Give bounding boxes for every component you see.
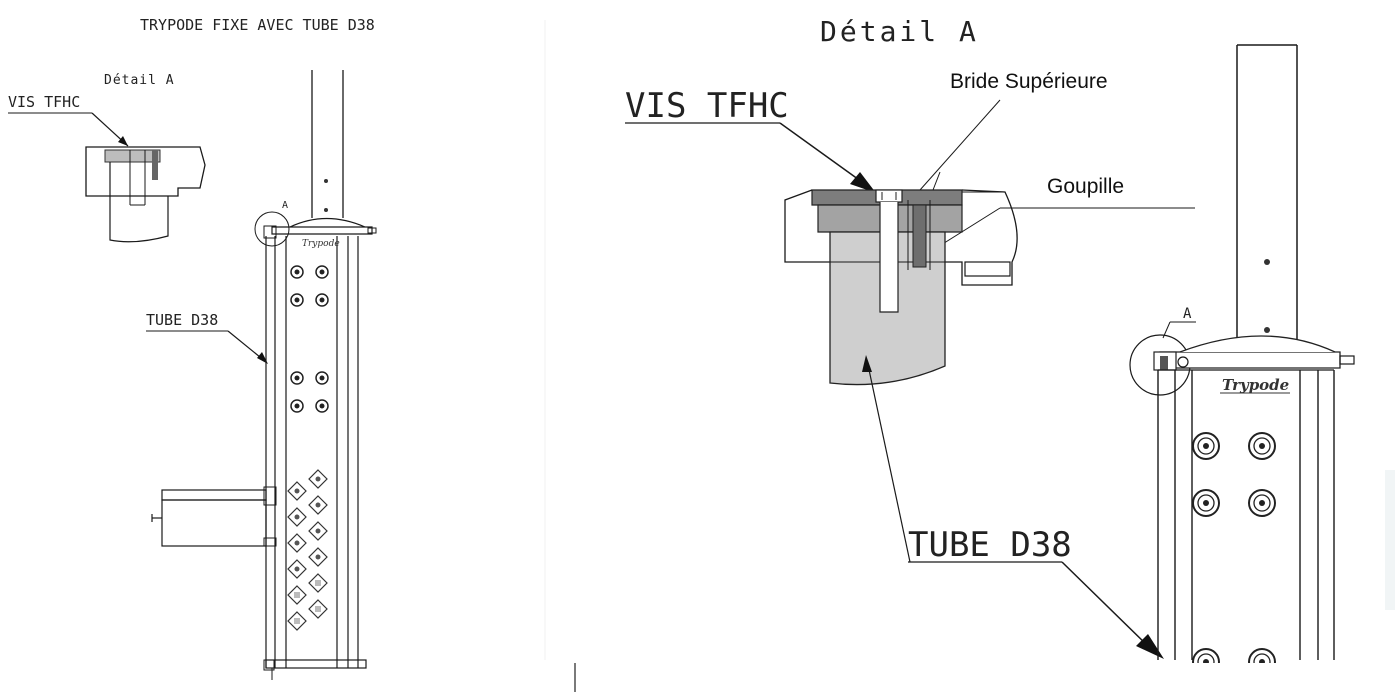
overview-detail-circle (254, 211, 290, 247)
detail-a-marker: A (1183, 306, 1192, 322)
overview-side-box (151, 486, 277, 547)
detail-tube-label: TUBE D38 (908, 525, 1072, 565)
overview-a-marker: A (282, 200, 288, 211)
detail-vis-arrowhead (850, 172, 876, 193)
overview-logo: Trypode (302, 239, 340, 249)
overview-vis-arrowhead (118, 136, 128, 146)
detail-goupille-label: Goupille (1047, 175, 1124, 198)
overview-mast (311, 70, 344, 218)
detail-drawing: Détail A VIS TFHC Bride Supérieure Goupi… (625, 15, 1355, 676)
overview-drawing: TRYPODE FIXE AVEC TUBE D38 Détail A VIS … (8, 16, 377, 680)
detail-bride-label: Bride Supérieure (950, 70, 1108, 93)
detail-title: Détail A (820, 15, 979, 48)
overview-tube-arrowhead (257, 352, 268, 364)
detail-vis-label: VIS TFHC (625, 86, 789, 126)
overview-detail-title: Détail A (104, 73, 175, 88)
detail-column: Trypode (1157, 369, 1335, 676)
detail-cross-section (784, 171, 1018, 386)
overview-column: Trypode (263, 236, 367, 680)
detail-tube-arrowhead (1136, 634, 1164, 659)
overview-tube-label: TUBE D38 (146, 311, 218, 329)
overview-vis-label: VIS TFHC (8, 93, 80, 111)
detail-logo: Trypode (1222, 376, 1289, 394)
overview-detail-sketch (85, 146, 206, 243)
overview-title: TRYPODE FIXE AVEC TUBE D38 (140, 16, 375, 34)
detail-mast (1236, 44, 1298, 345)
